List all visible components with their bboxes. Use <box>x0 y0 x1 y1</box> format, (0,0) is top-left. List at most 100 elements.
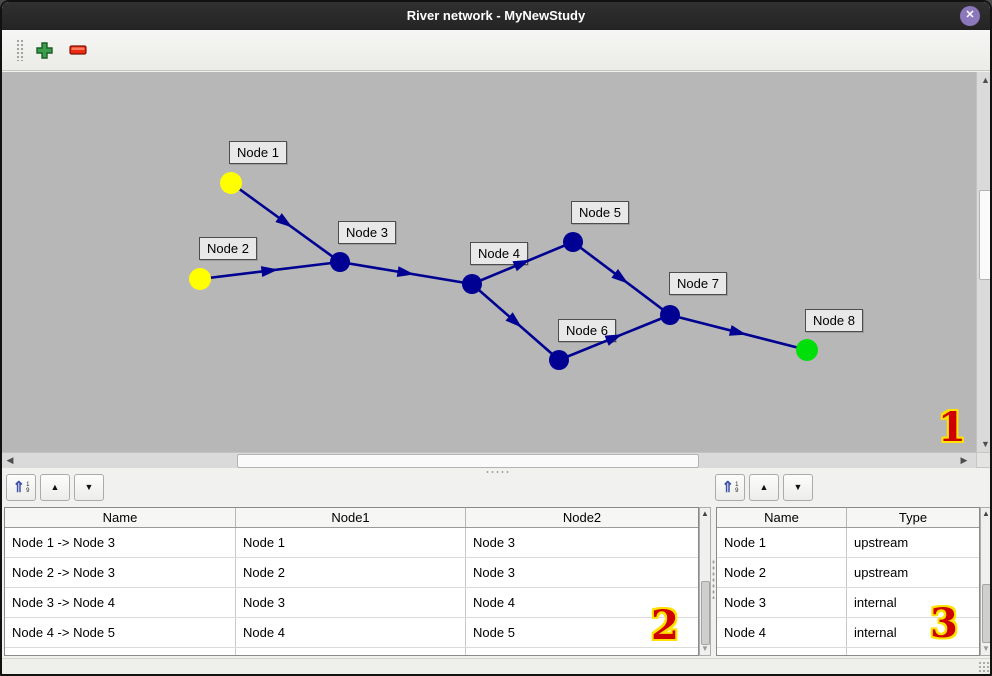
up-arrow-icon: ▲ <box>759 482 769 492</box>
minus-icon <box>69 45 87 55</box>
horizontal-scrollbar-thumb[interactable] <box>237 454 699 468</box>
network-edge[interactable] <box>199 260 341 281</box>
vertical-splitter[interactable] <box>711 507 715 656</box>
node-label[interactable]: Node 3 <box>338 221 396 244</box>
network-edge[interactable] <box>669 313 808 352</box>
network-node[interactable] <box>796 339 818 361</box>
scroll-down-icon[interactable]: ▼ <box>981 439 990 449</box>
network-edge[interactable] <box>572 240 671 317</box>
network-node[interactable] <box>549 350 569 370</box>
edge-arrowhead-icon[interactable] <box>728 325 747 336</box>
edge-arrowhead-icon[interactable] <box>260 266 279 277</box>
table-cell: Node 3 <box>717 588 847 617</box>
scroll-left-icon[interactable]: ◀ <box>6 455 14 465</box>
links-table-scrollbar[interactable]: ▲ ▼ <box>699 507 711 656</box>
table-header-cell[interactable]: Type <box>898 510 928 525</box>
network-node[interactable] <box>330 252 350 272</box>
annotation-marker-1: 1 <box>938 404 966 451</box>
scroll-down-icon[interactable]: ▼ <box>982 644 990 653</box>
node-label[interactable]: Node 6 <box>558 319 616 342</box>
network-node[interactable] <box>220 172 242 194</box>
table-header-cell[interactable]: Name <box>717 508 847 527</box>
scroll-up-icon[interactable]: ▲ <box>982 509 990 518</box>
network-canvas[interactable]: Node 1 Node 2 Node 3 Node 4 Node 5 Node 6 Node… <box>2 72 976 452</box>
nodes-table-scrollbar[interactable]: ▲ ▼ <box>980 507 990 656</box>
plus-icon <box>35 41 53 59</box>
table-header-cell[interactable]: Name <box>5 508 236 527</box>
table-header-row: Name Type <box>717 508 979 528</box>
table-row[interactable]: Node 2 upstream <box>717 558 979 588</box>
scroll-right-icon[interactable]: ▶ <box>960 455 968 465</box>
canvas-vertical-scrollbar[interactable]: ▲ ▼ <box>976 72 990 452</box>
network-node[interactable] <box>462 274 482 294</box>
table-cell: internal <box>854 595 897 610</box>
table-row[interactable]: Node 3 internal <box>717 588 979 618</box>
network-edge[interactable] <box>471 283 560 361</box>
edge-arrowhead-icon[interactable] <box>611 269 629 284</box>
annotation-marker-3: 3 <box>930 600 958 647</box>
nodes-move-down-button[interactable]: ▼ <box>783 474 813 501</box>
scrollbar-thumb[interactable] <box>982 584 990 643</box>
table-cell: Node 2 <box>236 558 466 587</box>
table-header-cell[interactable]: Node1 <box>236 508 466 527</box>
links-move-down-button[interactable]: ▼ <box>74 474 104 501</box>
toolbar-drag-handle[interactable] <box>16 39 24 61</box>
network-node[interactable] <box>563 232 583 252</box>
node-label[interactable]: Node 1 <box>229 141 287 164</box>
network-edge[interactable] <box>339 260 473 286</box>
table-cell: Node 1 <box>236 528 466 557</box>
table-header-cell[interactable]: Node2 <box>562 510 602 525</box>
titlebar[interactable]: River network - MyNewStudy ✕ <box>2 2 990 30</box>
remove-button[interactable] <box>64 36 92 64</box>
table-cell: Node 3 <box>473 535 515 550</box>
down-arrow-icon: ▼ <box>793 482 803 492</box>
scroll-up-icon[interactable]: ▲ <box>701 509 709 518</box>
edge-arrowhead-icon[interactable] <box>505 312 522 328</box>
table-cell <box>236 648 466 655</box>
scrollbar-thumb[interactable] <box>701 581 710 645</box>
edge-arrowhead-icon[interactable] <box>275 213 293 228</box>
canvas-horizontal-scrollbar[interactable]: ◀ ▶ <box>2 452 976 468</box>
table-cell <box>717 648 847 655</box>
close-button[interactable]: ✕ <box>960 6 980 26</box>
table-cell <box>847 648 979 655</box>
up-arrow-icon: ▲ <box>50 482 60 492</box>
node-label[interactable]: Node 7 <box>669 272 727 295</box>
nodes-move-up-button[interactable]: ▲ <box>749 474 779 501</box>
node-label[interactable]: Node 5 <box>571 201 629 224</box>
add-button[interactable] <box>30 36 58 64</box>
scroll-up-icon[interactable]: ▲ <box>981 75 990 85</box>
node-label[interactable]: Node 8 <box>805 309 863 332</box>
horizontal-splitter[interactable] <box>2 468 990 475</box>
node-label[interactable]: Node 2 <box>199 237 257 260</box>
table-cell: Node 4 <box>717 618 847 647</box>
edge-arrowhead-icon[interactable] <box>396 266 415 277</box>
status-bar <box>2 658 990 674</box>
table-cell: upstream <box>854 565 909 580</box>
main-toolbar <box>2 30 990 71</box>
resize-grip-icon[interactable] <box>978 661 990 673</box>
vertical-scrollbar-thumb[interactable] <box>979 190 990 280</box>
network-node[interactable] <box>660 305 680 325</box>
scroll-down-icon[interactable]: ▼ <box>701 644 709 653</box>
network-node[interactable] <box>189 268 211 290</box>
table-cell: Node 3 <box>236 588 466 617</box>
table-cell: Node 4 -> Node 5 <box>5 618 236 647</box>
table-cell: Node 1 <box>717 528 847 557</box>
annotation-marker-2: 2 <box>651 602 679 649</box>
table-cell: Node 2 <box>717 558 847 587</box>
links-move-up-button[interactable]: ▲ <box>40 474 70 501</box>
node-label[interactable]: Node 4 <box>470 242 528 265</box>
